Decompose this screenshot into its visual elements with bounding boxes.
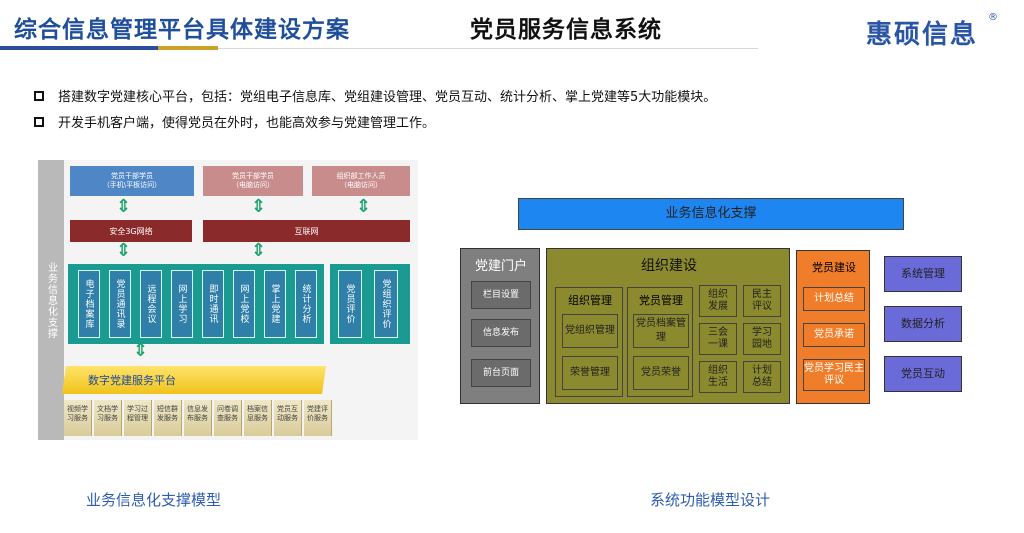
title-divider [218, 48, 758, 49]
network-3g: 安全3G网络 [70, 220, 192, 242]
up-down-arrow-icon: ⇕ [251, 240, 267, 261]
service-item: 文档学习服务 [94, 400, 122, 436]
portal-item: 前台页面 [471, 359, 531, 387]
org-grid-item: 组织生活 [699, 361, 737, 393]
left-diagram: 业务信息化支撑 党员干部学员（手机\平板访问） 党员干部学员（电脑访问） 组织部… [38, 160, 418, 440]
user-box-pc: 党员干部学员（电脑访问） [203, 166, 303, 196]
user-box-mobile: 党员干部学员（手机\平板访问） [70, 166, 194, 196]
group-title: 党员管理 [639, 294, 683, 307]
group-item: 荣誉管理 [562, 356, 618, 390]
data-analysis-box: 数据分析 [884, 306, 962, 342]
portal-panel: 党建门户 栏目设置 信息发布 前台页面 [460, 248, 540, 404]
service-item: 问卷调查服务 [214, 400, 242, 436]
portal-title: 党建门户 [474, 259, 527, 274]
module-item: 电子档案库 [78, 270, 100, 338]
bullet-text: 搭建数字党建核心平台，包括：党组电子信息库、党组建设管理、党员互动、统计分析、掌… [58, 90, 717, 105]
portal-item: 信息发布 [471, 319, 531, 347]
up-down-arrow-icon: ⇕ [116, 240, 132, 261]
up-down-arrow-icon: ⇕ [116, 196, 132, 217]
bullet-item-2: 开发手机客户端，使得党员在外时，也能高效参与党建管理工作。 [34, 112, 435, 131]
party-item: 计划总结 [803, 287, 865, 311]
org-grid-item: 学习园地 [743, 323, 781, 355]
service-item: 学习过程管理 [124, 400, 152, 436]
org-group-1: 组织管理 党组织管理 荣誉管理 [555, 287, 623, 397]
brand-logo: 惠硕信息 [866, 20, 979, 50]
org-grid-item: 民主评议 [743, 285, 781, 317]
service-item: 党员互动服务 [274, 400, 302, 436]
module-item: 网上学习 [171, 270, 193, 338]
module-item: 掌上党建 [264, 270, 286, 338]
party-title: 党员建设 [812, 261, 856, 274]
party-panel: 党员建设 计划总结 党员承诺 党员学习民主评议 [796, 250, 870, 404]
module-item: 即时通讯 [202, 270, 224, 338]
party-item: 党员承诺 [803, 323, 865, 347]
service-item: 档案信息服务 [244, 400, 272, 436]
module-item: 远程会议 [140, 270, 162, 338]
org-grid-item: 计划总结 [743, 361, 781, 393]
org-grid-item: 三会一课 [699, 323, 737, 355]
bullet-text: 开发手机客户端，使得党员在外时，也能高效参与党建管理工作。 [58, 116, 436, 131]
right-caption: 系统功能模型设计 [650, 491, 771, 509]
service-item: 党建评价服务 [304, 400, 332, 436]
support-top-bar: 业务信息化支撑 [518, 198, 904, 230]
portal-item: 栏目设置 [471, 281, 531, 309]
group-item: 党组织管理 [562, 314, 618, 348]
side-module-item: 党员评价 [338, 270, 362, 338]
group-item: 党员荣誉 [633, 356, 689, 390]
org-grid-item: 组织发展 [699, 285, 737, 317]
title-underline-accent [158, 46, 218, 50]
service-item: 视频学习服务 [64, 400, 92, 436]
page-title: 综合信息管理平台具体建设方案 [14, 17, 350, 43]
module-item: 网上党校 [233, 270, 255, 338]
up-down-arrow-icon: ⇕ [356, 196, 372, 217]
registered-mark: ® [988, 12, 998, 23]
module-item: 党员通讯录 [109, 270, 131, 338]
up-down-arrow-icon: ⇕ [133, 340, 149, 361]
title-underline [0, 46, 158, 50]
group-item: 党员档案管理 [633, 314, 689, 348]
member-interaction-box: 党员互动 [884, 356, 962, 392]
service-item: 短信群发服务 [154, 400, 182, 436]
group-title: 组织管理 [568, 294, 612, 307]
org-panel: 组织建设 组织管理 党组织管理 荣誉管理 党员管理 党员档案管理 党员荣誉 组织… [546, 248, 790, 404]
service-item: 信息发布服务 [184, 400, 212, 436]
side-label: 业务信息化支撑 [38, 160, 64, 440]
up-down-arrow-icon: ⇕ [251, 196, 267, 217]
side-module-item: 党组织评价 [374, 270, 398, 338]
square-bullet-icon [34, 90, 44, 101]
user-box-staff: 组织部工作人员（电脑访问） [312, 166, 410, 196]
page-subtitle: 党员服务信息系统 [470, 17, 662, 43]
network-internet: 互联网 [203, 220, 410, 242]
org-title: 组织建设 [641, 258, 697, 274]
system-management-box: 系统管理 [884, 256, 962, 292]
platform-label: 数字党建服务平台 [88, 374, 176, 387]
org-group-2: 党员管理 党员档案管理 党员荣誉 [627, 287, 693, 397]
bullet-item-1: 搭建数字党建核心平台，包括：党组电子信息库、党组建设管理、党员互动、统计分析、掌… [34, 86, 716, 105]
square-bullet-icon [34, 116, 44, 127]
party-item: 党员学习民主评议 [803, 359, 865, 391]
module-item: 统计分析 [295, 270, 317, 338]
left-caption: 业务信息化支撑模型 [86, 491, 222, 509]
